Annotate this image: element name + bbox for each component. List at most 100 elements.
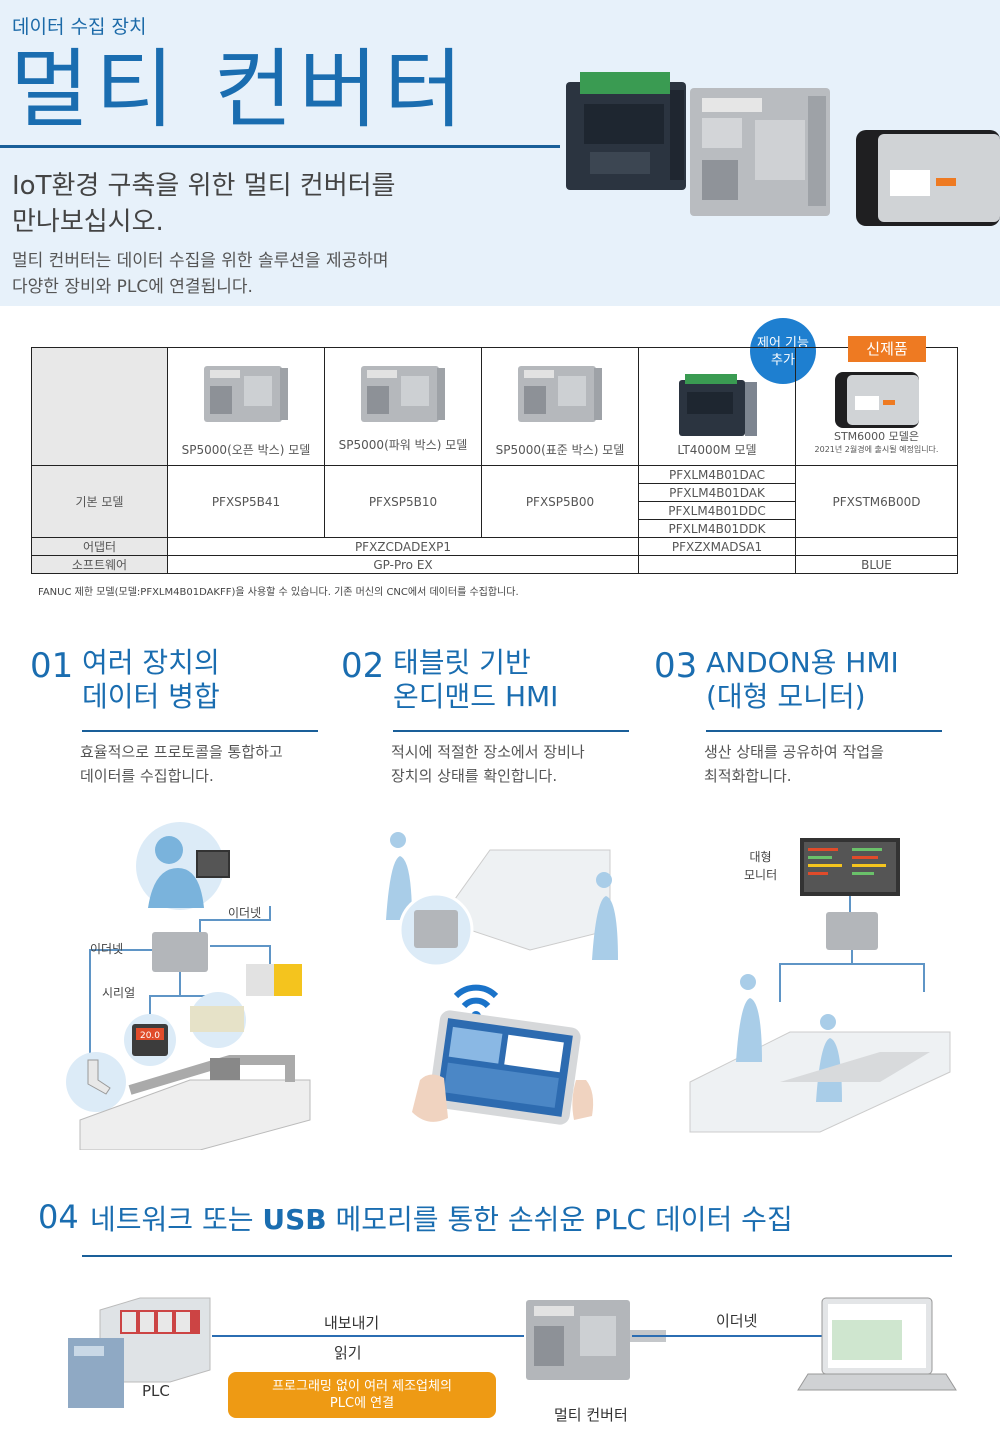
hero-title: 멀티 컨버터 xyxy=(10,40,469,140)
product-cell: LT4000M 모델 xyxy=(638,347,796,466)
section4-divider xyxy=(82,1255,952,1257)
table-footnote: FANUC 제한 모델(모델:PFXLM4B01DAKFF)을 사용할 수 있습… xyxy=(38,587,519,598)
software-name: BLUE xyxy=(795,555,958,574)
controller-value: 20.0 xyxy=(140,1031,160,1041)
worker-icon xyxy=(736,974,762,1062)
table-row: 기본 모델 PFXSP5B41 PFXSP5B10 PFXSP5B00 PFXL… xyxy=(31,465,958,538)
section4-title-bold: USB xyxy=(262,1203,327,1236)
lt4000m-image xyxy=(679,374,757,436)
io-module-icon xyxy=(190,1006,244,1032)
worker-right-icon xyxy=(592,872,618,960)
table-row: PFXLM4B01DDC xyxy=(32,501,958,520)
adapter-code: PFXZCDADEXP1 xyxy=(167,537,639,556)
read-label: 읽기 xyxy=(334,1344,362,1362)
model-code: PFXSTM6B00D xyxy=(795,465,958,538)
table-row: 소프트웨어 GP-Pro EX BLUE xyxy=(31,555,958,574)
model-code: PFXLM4B01DAK xyxy=(638,483,796,502)
product-cell: SP5000(표준 박스) 모델 xyxy=(481,347,639,466)
hero-desc-line1: 멀티 컨버터는 데이터 수집을 위한 솔루션을 제공하며 xyxy=(12,251,389,271)
model-code: PFXSP5B10 xyxy=(324,465,482,538)
product-name: SP5000(파워 박스) 모델 xyxy=(338,438,468,452)
feature-number: 03 xyxy=(654,646,698,686)
sp5000-open-box-image xyxy=(204,366,288,422)
multi-converter-label: 멀티 컨버터 xyxy=(554,1406,628,1424)
export-label: 내보내기 xyxy=(324,1314,380,1332)
sp5000-device-image xyxy=(690,88,830,216)
sp5000-standard-box-image xyxy=(518,366,602,422)
hero-divider xyxy=(0,145,560,148)
hand-right-icon xyxy=(572,1080,594,1120)
converter-icon xyxy=(826,912,878,950)
robot-arm-icon xyxy=(87,1059,111,1095)
stm6000-image xyxy=(834,372,919,428)
feature-number: 01 xyxy=(30,646,74,686)
lt4000m-device-image xyxy=(566,72,686,190)
laptop-icon xyxy=(797,1297,957,1391)
sp5000-power-box-image xyxy=(361,366,445,422)
software-name: GP-Pro EX xyxy=(167,555,639,574)
section4-title-pre: 네트워크 또는 xyxy=(90,1203,263,1236)
andon-monitor-illustration xyxy=(689,838,951,1133)
feature-title: ANDON용 HMI (대형 모니터) xyxy=(706,646,899,713)
hand-left-icon xyxy=(412,1074,448,1122)
feature-description: 효율적으로 프로토콜을 통합하고 데이터를 수집합니다. xyxy=(80,743,283,785)
feature-title: 태블릿 기반 온디맨드 HMI xyxy=(393,646,559,713)
model-code: PFXSP5B00 xyxy=(481,465,639,538)
hero-description: 멀티 컨버터는 데이터 수집을 위한 솔루션을 제공하며 다양한 장비와 PLC… xyxy=(12,248,389,300)
stm6000-release-note: STM6000 모델은 2021년 2월경에 출시될 예정입니다. xyxy=(796,430,957,456)
feature-divider xyxy=(393,730,629,732)
product-name: LT4000M 모델 xyxy=(677,443,757,457)
table-row: PFXLM4B01DAK xyxy=(32,483,958,502)
model-code: PFXLM4B01DAC xyxy=(638,465,796,484)
row-label-software: 소프트웨어 xyxy=(31,555,168,574)
illus1-ethernet-label-a: 이더넷 xyxy=(228,906,262,920)
feature-description: 생산 상태를 공유하여 작업을 최적화합니다. xyxy=(704,743,884,785)
table-row: SP5000(오픈 박스) 모델 SP5000(파워 박스) 모델 SP5000… xyxy=(31,347,958,466)
callout-line1: 프로그래밍 없이 여러 제조업체의 xyxy=(272,1379,452,1394)
software-empty-cell xyxy=(638,555,796,574)
operator-person-icon xyxy=(148,836,204,908)
wifi-icon xyxy=(453,984,499,999)
section4-title: 네트워크 또는 USB 메모리를 통한 손쉬운 PLC 데이터 수집 xyxy=(90,1198,793,1238)
row-label-adapter: 어댑터 xyxy=(31,537,168,556)
hero-banner: 데이터 수집 장치 멀티 컨버터 IoT환경 구축을 위한 멀티 컨버터를 만나… xyxy=(0,0,1000,306)
new-product-badge: 신제품 xyxy=(848,336,926,362)
product-cell: STM6000 모델은 2021년 2월경에 출시될 예정입니다. xyxy=(795,347,958,466)
callout-bubble: 프로그래밍 없이 여러 제조업체의 PLC에 연결 xyxy=(228,1372,496,1418)
plc-icon xyxy=(68,1297,211,1408)
adapter-empty-cell xyxy=(795,537,958,556)
feature-title: 여러 장치의 데이터 병합 xyxy=(82,646,220,713)
model-code: PFXLM4B01DDK xyxy=(638,519,796,538)
hero-headline-line2: 만나보십시오. xyxy=(12,207,164,237)
model-code: PFXSP5B41 xyxy=(167,465,325,538)
hero-headline-line1: IoT환경 구축을 위한 멀티 컨버터를 xyxy=(12,171,396,201)
product-name: SP5000(표준 박스) 모델 xyxy=(495,443,625,457)
feature-divider xyxy=(82,730,318,732)
product-cell: SP5000(오픈 박스) 모델 xyxy=(167,347,325,466)
ethernet-label: 이더넷 xyxy=(716,1312,758,1330)
feature-description: 적시에 적절한 장소에서 장비나 장치의 상태를 확인합니다. xyxy=(391,743,585,785)
stm-note-line2: 2021년 2월경에 출시될 예정입니다. xyxy=(814,445,939,454)
device-integration-illustration: 20.0 xyxy=(66,822,311,1150)
worker-left-icon xyxy=(386,832,412,920)
table-row: 어댑터 PFXZCDADEXP1 PFXZXMADSA1 xyxy=(31,537,958,556)
conveyor-icon xyxy=(79,1079,311,1150)
plc-data-flow-diagram xyxy=(68,1297,957,1408)
hero-headline: IoT환경 구축을 위한 멀티 컨버터를 만나보십시오. xyxy=(12,168,395,240)
adapter-code: PFXZXMADSA1 xyxy=(638,537,796,556)
feature-divider xyxy=(706,730,942,732)
hero-devices-image xyxy=(566,72,1000,226)
tablet-icon xyxy=(428,1010,581,1125)
callout-line2: PLC에 연결 xyxy=(329,1396,395,1411)
illus1-serial-label: 시리얼 xyxy=(102,986,136,1000)
stm-note-line1: STM6000 모델은 xyxy=(833,430,920,443)
multi-converter-icon xyxy=(152,932,208,972)
section4-title-post: 메모리를 통한 손쉬운 PLC 데이터 수집 xyxy=(326,1203,793,1236)
model-table: SP5000(오픈 박스) 모델 SP5000(파워 박스) 모델 SP5000… xyxy=(31,347,958,574)
factory-line-icon xyxy=(439,849,611,951)
feature-number: 02 xyxy=(341,646,385,686)
section4-number: 04 xyxy=(38,1198,79,1236)
product-cell: SP5000(파워 박스) 모델 xyxy=(324,347,482,466)
hero-subtitle: 데이터 수집 장치 xyxy=(12,16,147,38)
tablet-hmi-illustration xyxy=(386,832,618,1125)
